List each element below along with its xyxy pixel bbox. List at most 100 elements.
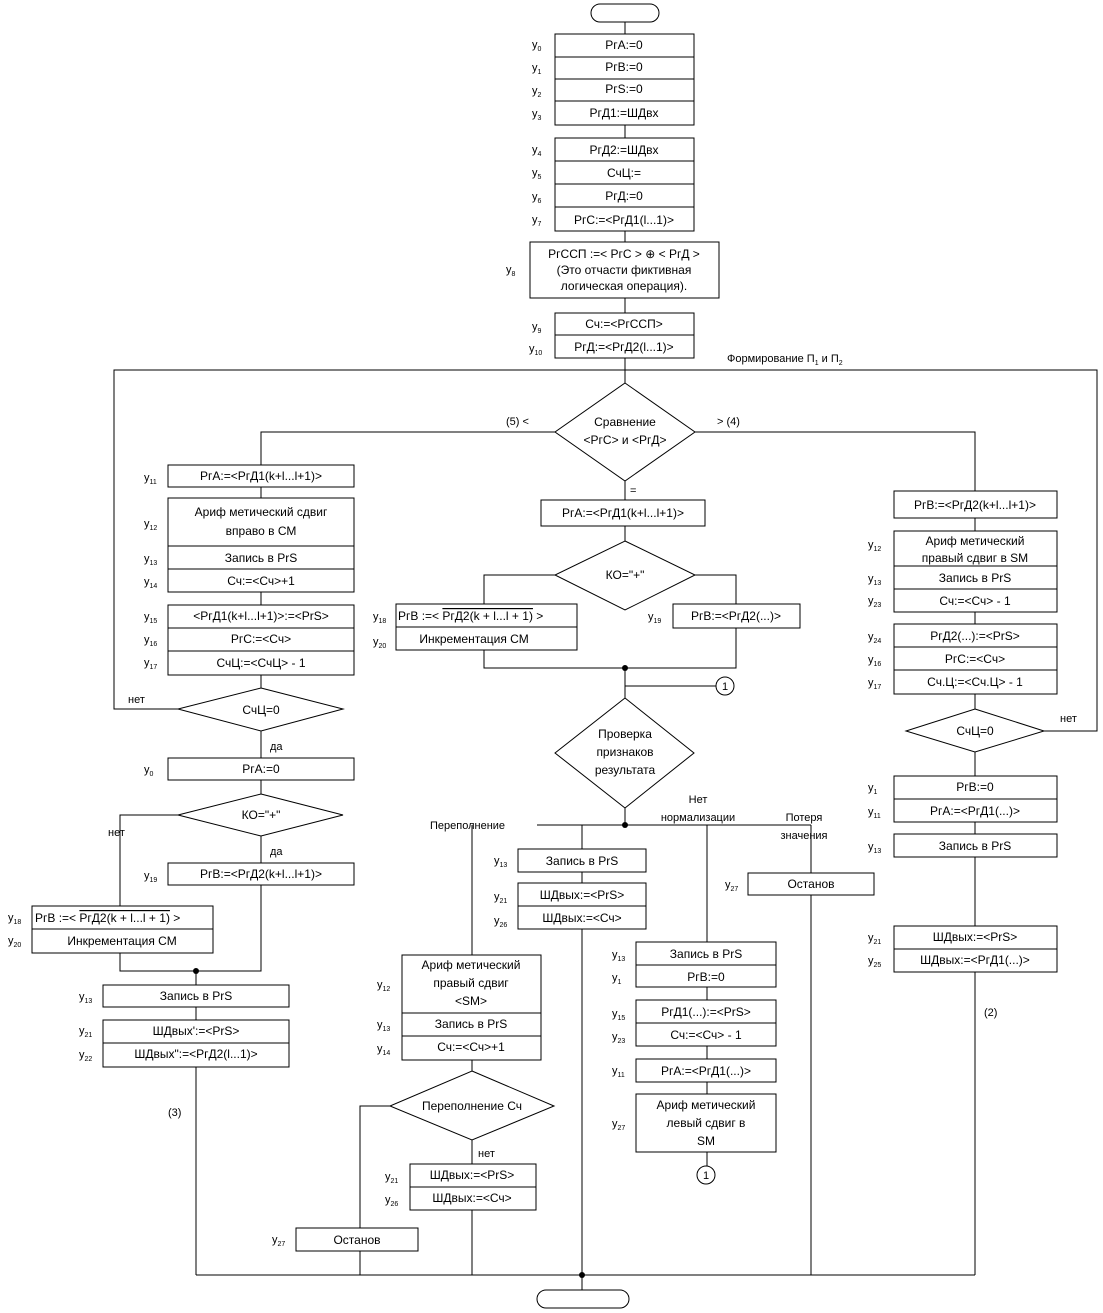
op-block-y9-y10: Сч:=<РгССП> РгД:=<РгД2(l...1)> y9 y10	[529, 312, 695, 359]
label-y3: y3	[532, 108, 542, 122]
compare-decision: Сравнение <РгС> и <РгД>	[554, 382, 696, 482]
svg-text:РгB:=0: РгB:=0	[956, 780, 994, 794]
init-block-1: РгА:=0 РгB:=0 РгS:=0 РгД1:=ШДвх y0 y1 y2…	[532, 33, 695, 126]
svg-text:ШДвых:=<PrS>: ШДвых:=<PrS>	[430, 1168, 515, 1182]
start-terminal	[590, 3, 660, 23]
op-y6: РгД:=0	[605, 189, 643, 203]
svg-text:y16: y16	[868, 654, 881, 668]
svg-text:y18: y18	[373, 611, 386, 625]
svg-text:да: да	[270, 846, 283, 858]
svg-text:y1: y1	[612, 972, 622, 986]
svg-text:y11: y11	[612, 1065, 625, 1079]
svg-text:левый сдвиг в: левый сдвиг в	[667, 1116, 746, 1130]
svg-text:ШДвых:=<Сч>: ШДвых:=<Сч>	[542, 911, 621, 925]
svg-text:нормализации: нормализации	[661, 812, 735, 824]
op-block-y8: РгССП :=< РгС > ⊕ < РгД > (Это отчасти ф…	[506, 241, 720, 299]
svg-text:y18: y18	[8, 912, 21, 926]
connector-1-in	[696, 1165, 716, 1185]
svg-text:Сч:=<РгССП>: Сч:=<РгССП>	[585, 317, 662, 331]
svg-text:y10: y10	[529, 343, 542, 357]
svg-text:РгС:=<Сч>: РгС:=<Сч>	[945, 652, 1005, 666]
svg-text:правый сдвиг в SM: правый сдвиг в SM	[922, 551, 1028, 565]
svg-text:1: 1	[703, 1170, 709, 1182]
svg-text:результата: результата	[595, 763, 656, 777]
svg-text:Ариф метический: Ариф метический	[926, 534, 1025, 548]
svg-text:1: 1	[722, 681, 728, 693]
label-y2: y2	[532, 85, 542, 99]
svg-text:РгД1(...):=<PrS>: РгД1(...):=<PrS>	[661, 1005, 751, 1019]
svg-text:КО="+": КО="+"	[606, 568, 645, 582]
svg-text:SM: SM	[697, 1134, 715, 1148]
svg-text:нет: нет	[478, 1148, 495, 1160]
right-branch: РгB:=<РгД2(k+l...l+1)> Ариф метический п…	[868, 490, 1058, 1275]
svg-text:РгД:=<РгД2(l...1)>: РгД:=<РгД2(l...1)>	[574, 340, 673, 354]
op-y4: РгД2:=ШДвх	[589, 143, 658, 157]
svg-text:(5) <: (5) <	[506, 416, 529, 428]
svg-text:Ариф метический: Ариф метический	[657, 1098, 756, 1112]
svg-text:y13: y13	[612, 949, 625, 963]
svg-text:y13: y13	[868, 573, 881, 587]
svg-text:y20: y20	[373, 636, 386, 650]
svg-text:y21: y21	[494, 891, 507, 905]
end-terminal	[536, 1289, 630, 1309]
svg-text:y12: y12	[144, 518, 157, 532]
svg-text:да: да	[270, 741, 283, 753]
svg-text:y15: y15	[612, 1008, 625, 1022]
svg-text:Сч:=<Сч> - 1: Сч:=<Сч> - 1	[670, 1028, 742, 1042]
op-y5: СчЦ:=	[607, 166, 641, 180]
svg-text:y22: y22	[79, 1049, 92, 1063]
forming-label: Формирование П1 и П2	[727, 353, 843, 367]
svg-text:Сч:=<Сч>+1: Сч:=<Сч>+1	[437, 1040, 505, 1054]
svg-text:РгB:=<РгД2(k+l...l+1)>: РгB:=<РгД2(k+l...l+1)>	[914, 498, 1036, 512]
svg-text:y19: y19	[144, 870, 157, 884]
svg-text:y9: y9	[532, 321, 542, 335]
svg-text:Проверка: Проверка	[598, 727, 652, 741]
svg-text:<РгС> и <РгД>: <РгС> и <РгД>	[584, 433, 667, 447]
svg-text:y21: y21	[385, 1171, 398, 1185]
svg-text:нет: нет	[1060, 713, 1077, 725]
svg-text:Останов: Останов	[787, 877, 834, 891]
svg-text:y13: y13	[144, 553, 157, 567]
svg-text:y20: y20	[8, 935, 21, 949]
svg-text:y13: y13	[494, 855, 507, 869]
svg-text:СчЦ:=<СчЦ> - 1: СчЦ:=<СчЦ> - 1	[216, 656, 305, 670]
svg-text:РгB :=< РгД2(k + l...l + 1) >: РгB :=< РгД2(k + l...l + 1) >	[35, 911, 180, 925]
svg-text:РгССП :=< РгС > ⊕ < РгД >: РгССП :=< РгС > ⊕ < РгД >	[548, 247, 700, 261]
svg-text:y21: y21	[868, 932, 881, 946]
op-y1: РгB:=0	[605, 60, 643, 74]
svg-text:y14: y14	[377, 1043, 390, 1057]
svg-text:y27: y27	[272, 1234, 285, 1248]
svg-text:РгА:=0: РгА:=0	[242, 762, 280, 776]
svg-text:Нет: Нет	[689, 794, 708, 806]
svg-text:y0: y0	[144, 764, 154, 778]
svg-text:логическая операция).: логическая операция).	[561, 279, 687, 293]
label-y6: y6	[532, 191, 542, 205]
svg-text:ШДвых:=<PrS>: ШДвых:=<PrS>	[540, 888, 625, 902]
svg-text:y13: y13	[868, 841, 881, 855]
left-branch: РгА:=<РгД1(k+l...l+1)> y11 Ариф метическ…	[8, 464, 355, 1275]
center-branch: РгА:=<РгД1(k+l...l+1)> КО="+" РгB :=< Рг…	[272, 499, 875, 1275]
svg-text:> (4): > (4)	[717, 416, 740, 428]
svg-text:РгА:=<РгД1(...)>: РгА:=<РгД1(...)>	[930, 804, 1020, 818]
svg-text:y11: y11	[868, 806, 881, 820]
svg-text:y23: y23	[868, 595, 881, 609]
svg-text:Ариф метический сдвиг: Ариф метический сдвиг	[195, 505, 328, 519]
svg-text:y17: y17	[868, 677, 881, 691]
svg-text:РгА:=<РгД1(k+l...l+1)>: РгА:=<РгД1(k+l...l+1)>	[200, 469, 322, 483]
svg-text:Переполнение Сч: Переполнение Сч	[422, 1099, 522, 1113]
svg-text:y23: y23	[612, 1031, 625, 1045]
svg-text:Запись в PrS: Запись в PrS	[160, 989, 232, 1003]
svg-text:Ариф метический: Ариф метический	[422, 958, 521, 972]
svg-text:нет: нет	[108, 827, 125, 839]
svg-text:СчЦ=0: СчЦ=0	[956, 724, 994, 738]
svg-text:РгА:=<РгД1(k+l...l+1)>: РгА:=<РгД1(k+l...l+1)>	[562, 506, 684, 520]
label-y7: y7	[532, 214, 542, 228]
svg-text:<SM>: <SM>	[455, 994, 487, 1008]
svg-text:нет: нет	[128, 694, 145, 706]
svg-text:y26: y26	[494, 915, 507, 929]
svg-text:РгB:=<РгД2(...)>: РгB:=<РгД2(...)>	[691, 609, 781, 623]
svg-text:(3): (3)	[168, 1107, 181, 1119]
svg-text:РгB:=<РгД2(k+l...l+1)>: РгB:=<РгД2(k+l...l+1)>	[200, 867, 322, 881]
svg-text:y21: y21	[79, 1025, 92, 1039]
